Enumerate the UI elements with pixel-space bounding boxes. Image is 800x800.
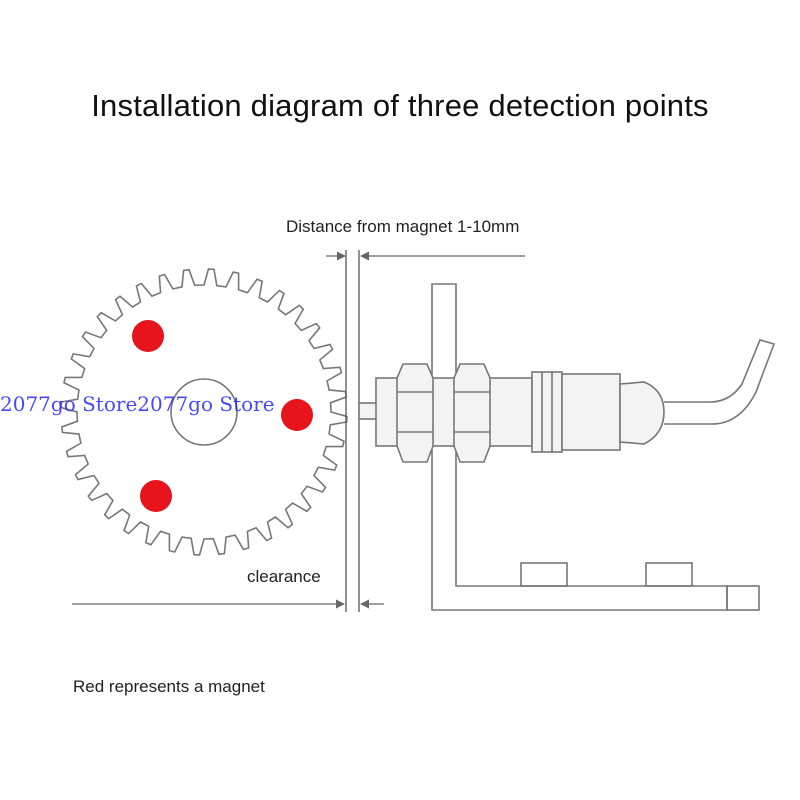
legend-text: Red represents a magnet <box>73 677 265 696</box>
bracket-slot-1 <box>520 562 568 587</box>
sensor-cable <box>664 339 776 425</box>
clearance-label: clearance <box>247 567 321 586</box>
magnet-3 <box>140 480 172 512</box>
bracket-end-block <box>726 585 760 611</box>
diagram-title: Installation diagram of three detection … <box>91 88 709 123</box>
gear <box>60 268 348 556</box>
magnet-2 <box>281 399 313 431</box>
hall-sensor <box>358 363 665 463</box>
store-watermark: 2077go Store2077go Store <box>0 392 275 416</box>
magnet-1 <box>132 320 164 352</box>
gear-hub <box>170 378 238 446</box>
distance-label: Distance from magnet 1-10mm <box>286 217 520 236</box>
bracket-slot-2 <box>645 562 693 587</box>
